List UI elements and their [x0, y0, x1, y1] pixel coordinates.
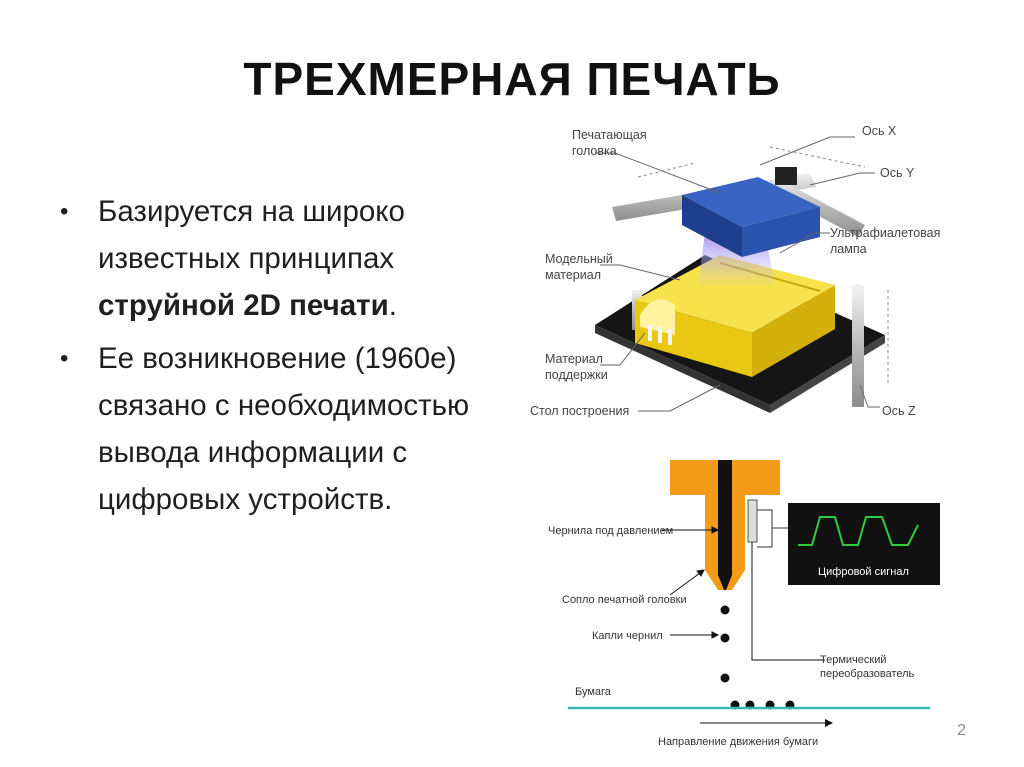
- thermal-leader: [751, 542, 825, 661]
- label-axis-x: Ось X: [862, 124, 897, 138]
- signal-box: Цифровой сигнал: [788, 503, 940, 585]
- model-material-icon: [635, 255, 835, 377]
- inkjet-diagram: Цифровой сигнал Чернила под давлением Со…: [548, 460, 940, 748]
- bullet-item: • Ее возникновение (1960е) связано с нео…: [60, 335, 500, 523]
- bullet-text-end: .: [388, 289, 397, 322]
- bullet-text: Ее возникновение (1960е) связано с необх…: [98, 342, 470, 516]
- bullet-text: Базируется на широко известных принципах…: [98, 188, 500, 329]
- label-ink-pressure: Чернила под давлением: [548, 525, 673, 537]
- label-uv-lamp: Ультрафиалетовая: [830, 226, 940, 240]
- slide-title: ТРЕХМЕРНАЯ ПЕЧАТЬ: [243, 53, 781, 105]
- label-support-material-2: поддержки: [545, 368, 608, 382]
- transducer-wire: [757, 509, 773, 548]
- label-nozzle: Сопло печатной головки: [562, 594, 687, 606]
- arrowhead-icon: [825, 719, 833, 727]
- printer-3d-diagram: Печатающая головка Ось X Ось Y Ультрафиа…: [530, 124, 940, 418]
- label-paper-direction: Направление движения бумаги: [658, 736, 818, 748]
- motion-arrows: [637, 146, 889, 385]
- signal-wave-icon: [798, 516, 919, 546]
- bullet-text-part: Базируется на широко известных принципах: [98, 195, 405, 275]
- label-thermal-2: переобразователь: [820, 668, 915, 680]
- label-uv-lamp-2: лампа: [830, 242, 867, 256]
- bullet-item: • Базируется на широко известных принцип…: [60, 188, 500, 329]
- leader-lines: [595, 136, 880, 412]
- label-build-table: Стол построения: [530, 404, 629, 418]
- print-head-icon: [682, 167, 820, 257]
- label-axis-y: Ось Y: [880, 166, 915, 180]
- nozzle-icon: [670, 460, 780, 590]
- bullet-dot-icon: •: [60, 198, 69, 225]
- bullet-list: • Базируется на широко известных принцип…: [60, 188, 500, 529]
- label-signal: Цифровой сигнал: [818, 566, 909, 578]
- label-paper: Бумага: [575, 686, 612, 698]
- label-support-material: Материал: [545, 352, 603, 366]
- label-arrows: [662, 526, 720, 639]
- label-print-head-2: головка: [572, 144, 617, 158]
- label-print-head: Печатающая: [572, 128, 647, 142]
- bullet-text-bold: струйной 2D печати: [98, 289, 389, 322]
- label-model-material-2: материал: [545, 268, 601, 282]
- thermal-transducer-icon: [747, 499, 758, 543]
- bullet-dot-icon: •: [60, 345, 69, 372]
- label-drops: Капли чернил: [592, 630, 663, 642]
- ink-drops-icon: [720, 605, 795, 710]
- label-thermal: Термический: [820, 654, 887, 666]
- page-number: 2: [957, 722, 966, 739]
- label-model-material: Модельный: [545, 252, 613, 266]
- label-axis-z: Ось Z: [882, 404, 916, 418]
